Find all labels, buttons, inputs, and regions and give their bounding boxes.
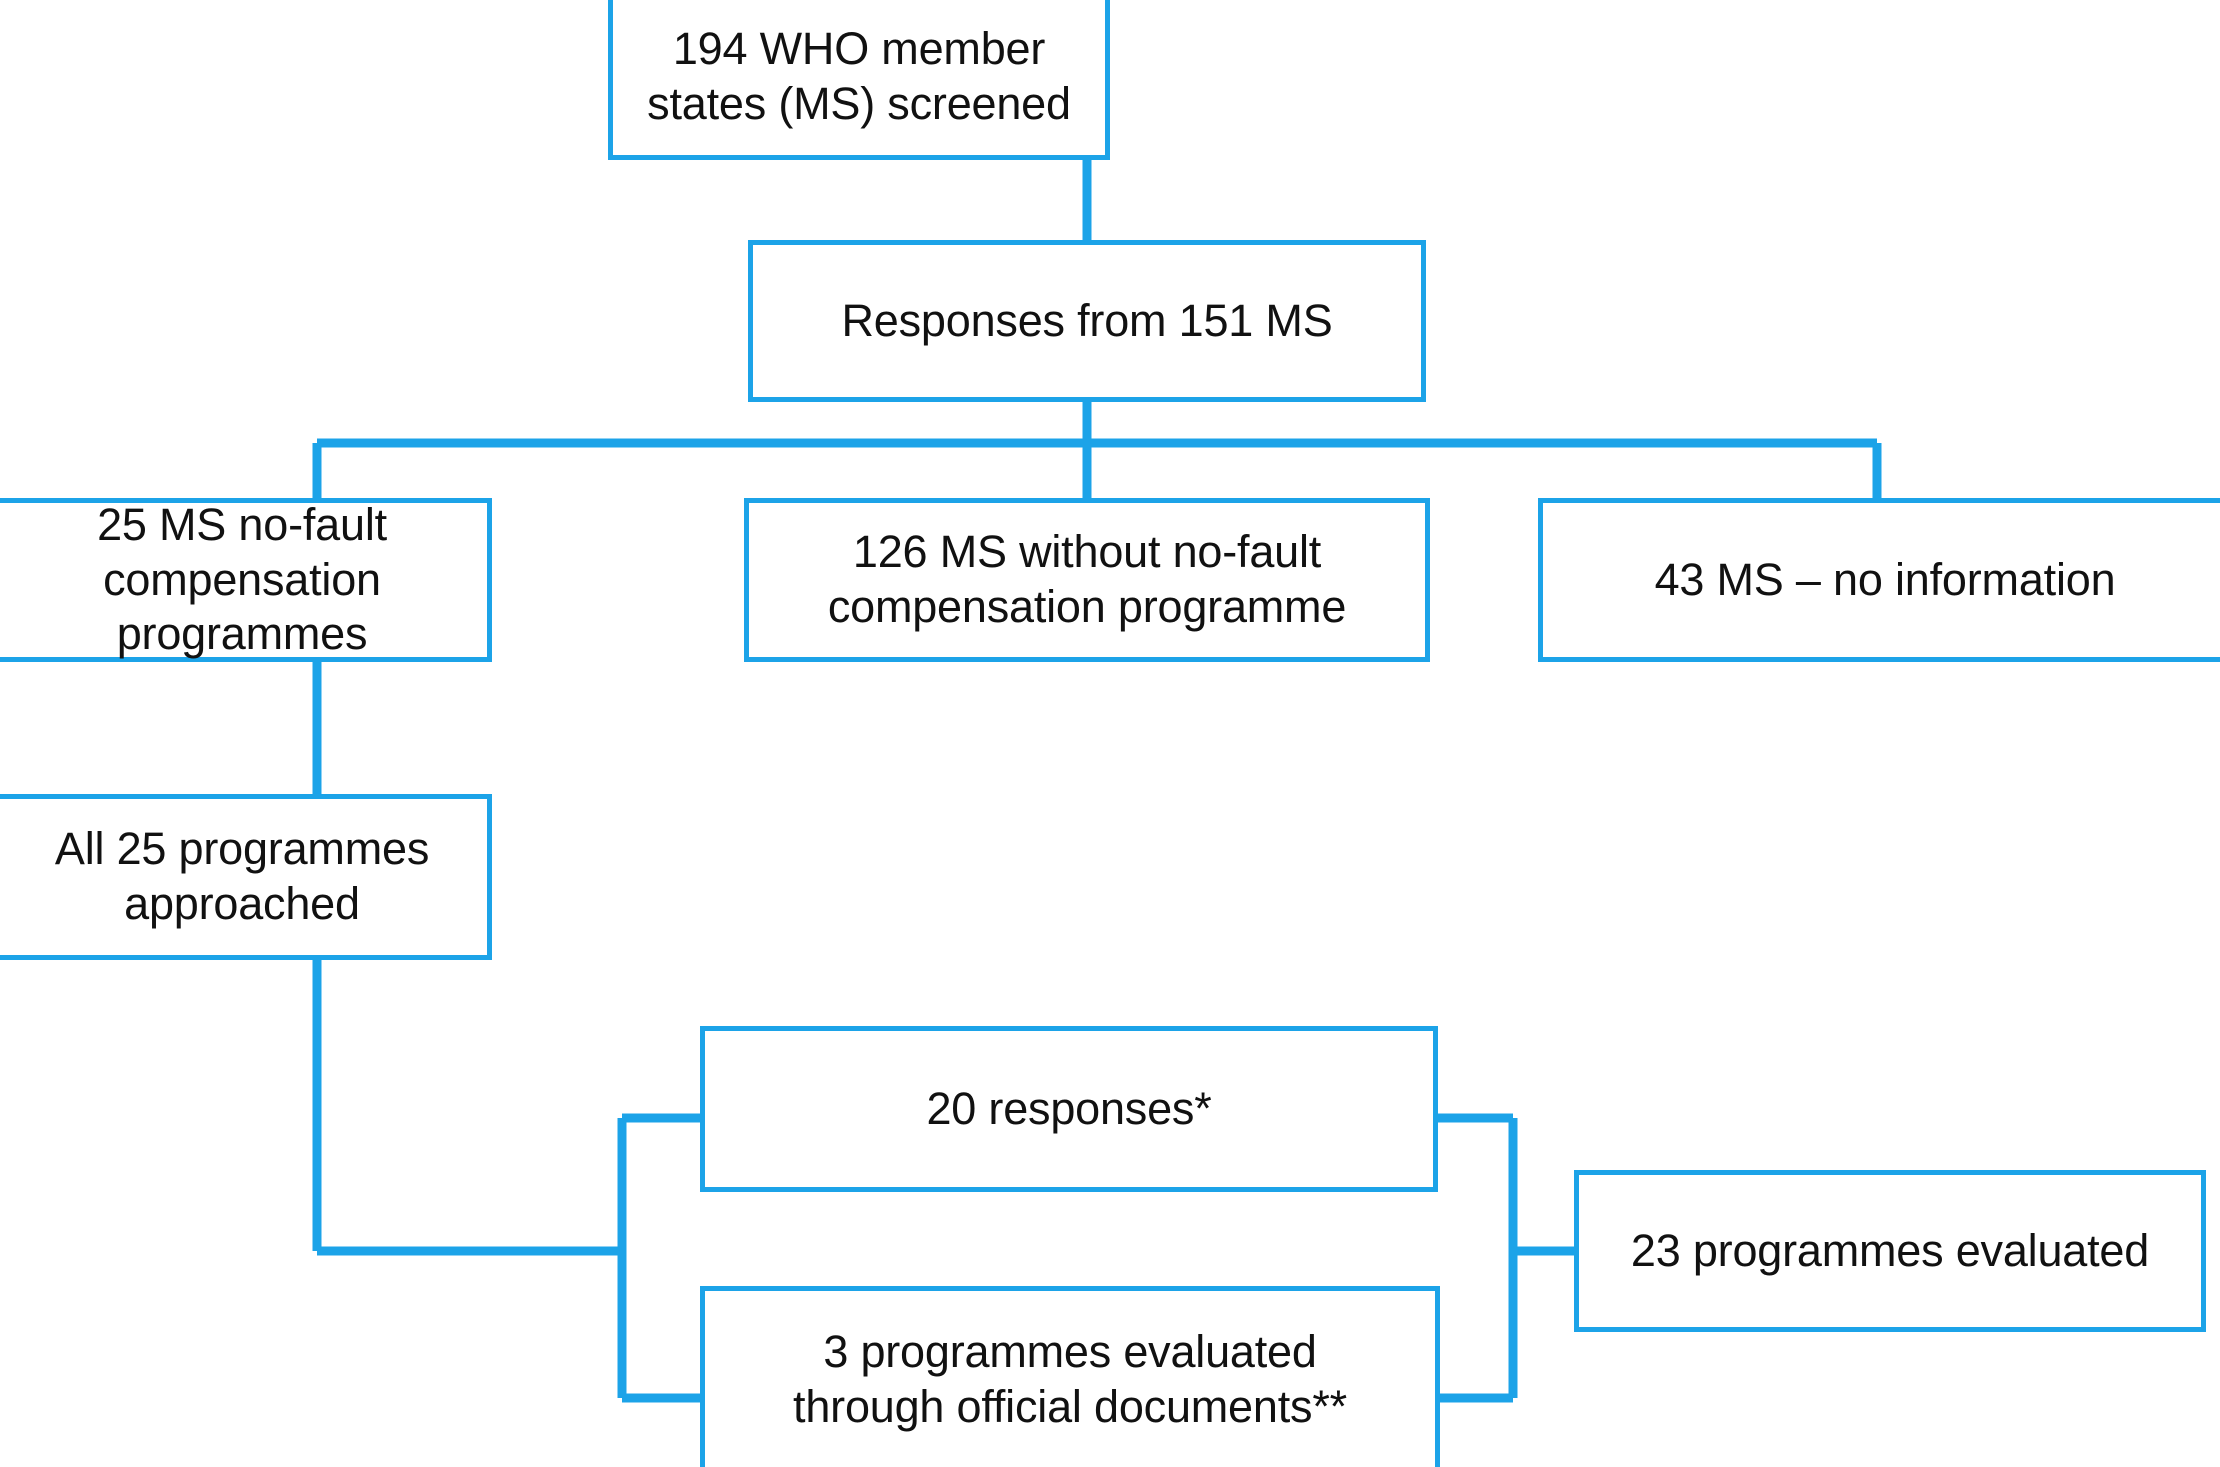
node-three-programmes-documents-line2: through official documents** bbox=[793, 1381, 1347, 1432]
node-all-approached-label: All 25 programmes approached bbox=[7, 822, 477, 932]
node-23-programmes-evaluated: 23 programmes evaluated bbox=[1574, 1170, 2206, 1332]
node-without-programme-line2: compensation programme bbox=[827, 581, 1347, 632]
node-all-approached-line2: approached bbox=[124, 878, 360, 929]
node-23-programmes-evaluated-label: 23 programmes evaluated bbox=[1630, 1224, 2150, 1276]
node-no-information: 43 MS – no information bbox=[1538, 498, 2220, 662]
node-responses-20-label: 20 responses* bbox=[926, 1082, 1212, 1134]
node-responses-20: 20 responses* bbox=[700, 1026, 1438, 1192]
node-all-approached-line1: All 25 programmes bbox=[54, 823, 430, 875]
node-without-programme-line1: 126 MS without no-fault bbox=[852, 526, 1322, 578]
node-no-fault-programmes-label: 25 MS no-fault compensation programmes bbox=[7, 498, 477, 663]
node-responses-label: Responses from 151 MS bbox=[841, 294, 1333, 346]
node-without-programme: 126 MS without no-fault compensation pro… bbox=[744, 498, 1430, 662]
node-no-fault-programmes-line1: 25 MS no-fault bbox=[97, 498, 387, 550]
node-no-information-label: 43 MS – no information bbox=[1654, 553, 2116, 605]
node-three-programmes-documents: 3 programmes evaluated through official … bbox=[700, 1286, 1440, 1467]
node-screened-label: 194 WHO member states (MS) screened bbox=[647, 23, 1071, 129]
node-no-fault-programmes: 25 MS no-fault compensation programmes bbox=[0, 498, 492, 662]
node-without-programme-label: 126 MS without no-fault compensation pro… bbox=[759, 525, 1415, 635]
node-three-programmes-documents-label: 3 programmes evaluated through official … bbox=[715, 1325, 1425, 1435]
node-all-approached: All 25 programmes approached bbox=[0, 794, 492, 960]
node-no-fault-programmes-line2: compensation programmes bbox=[103, 553, 381, 660]
node-screened: 194 WHO member states (MS) screened bbox=[608, 0, 1110, 160]
node-three-programmes-documents-line1: 3 programmes evaluated bbox=[823, 1326, 1317, 1378]
node-responses: Responses from 151 MS bbox=[748, 240, 1426, 402]
